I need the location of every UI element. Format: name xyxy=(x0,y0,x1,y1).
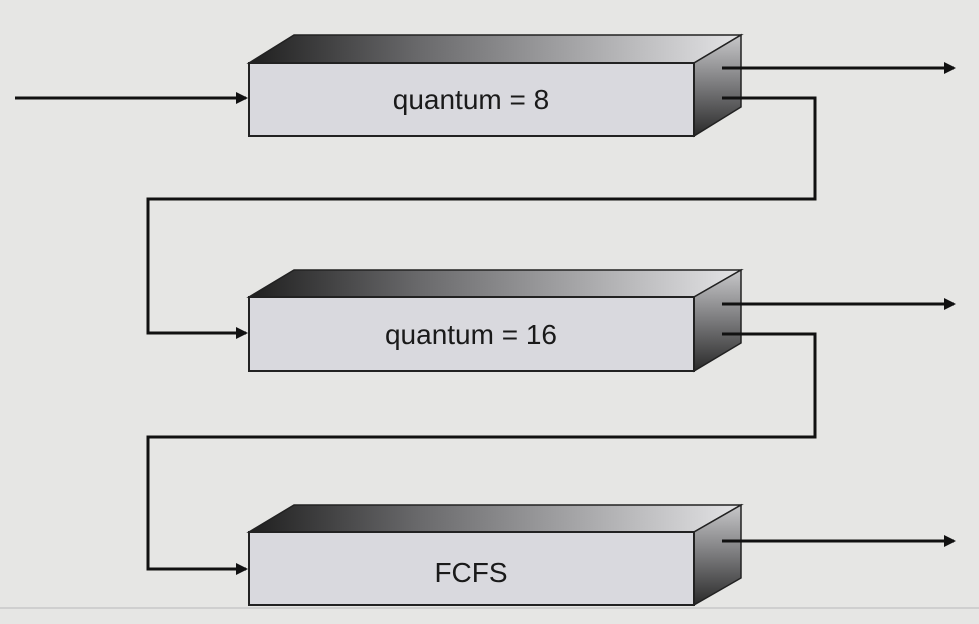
queue-box-1-front xyxy=(248,62,695,137)
queue-label-2: quantum = 16 xyxy=(385,319,557,350)
demote-arrow-2-to-3 xyxy=(146,332,817,575)
queue-box-2-top xyxy=(246,269,744,298)
queue-box-3-top xyxy=(246,504,744,533)
queue-box-1: quantum = 8 xyxy=(246,33,744,138)
queue-label-3: FCFS xyxy=(434,557,507,588)
demote-arrow-1-to-2 xyxy=(146,96,817,339)
queue-box-3-front xyxy=(248,531,695,606)
queue-box-2: quantum = 16 xyxy=(246,268,744,373)
queue-label-1: quantum = 8 xyxy=(393,84,549,115)
queue-box-1-top xyxy=(246,34,744,64)
queue-box-2-front xyxy=(248,296,695,372)
queue-box-3: FCFS xyxy=(246,503,744,607)
